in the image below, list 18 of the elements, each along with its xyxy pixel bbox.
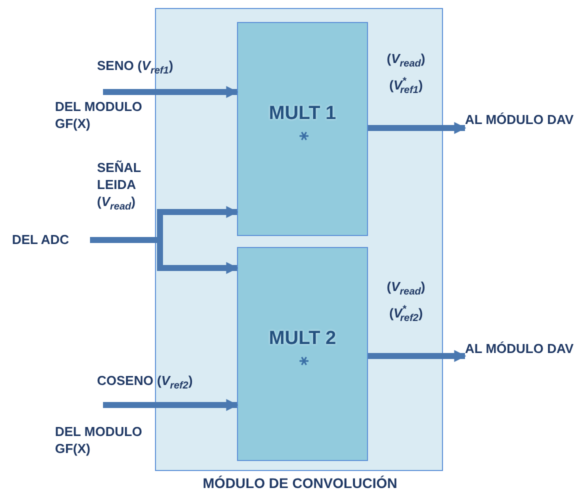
multiplier-box [237, 247, 368, 461]
multiplier-box [237, 22, 368, 236]
edge-label: SEÑAL LEIDA (V$_{read}$) [97, 159, 142, 215]
arrow [103, 86, 238, 98]
module-title: MÓDULO DE CONVOLUCIÓN [202, 475, 398, 492]
source-label: DEL ADC [12, 231, 70, 248]
arrow [103, 399, 238, 411]
source-label: AL MÓDULO DAV [465, 111, 575, 128]
arrow [368, 122, 466, 134]
edge-label: (V$_{read}$) (V$^{*}$$_{ref1}$) [386, 50, 426, 98]
edge-label: (V$_{read}$) (V$^{*}$$_{ref2}$) [386, 278, 426, 326]
block-title: MULT 2 [268, 328, 338, 350]
edge-label: COSENO (V$_{ref2}$) [97, 372, 194, 394]
source-label: AL MÓDULO DAV [465, 340, 575, 357]
source-label: DEL MODULO GF(X) [55, 423, 144, 457]
block-title: MULT 1 [268, 103, 338, 125]
arrow [368, 350, 466, 362]
source-label: DEL MODULO GF(X) [55, 98, 144, 132]
